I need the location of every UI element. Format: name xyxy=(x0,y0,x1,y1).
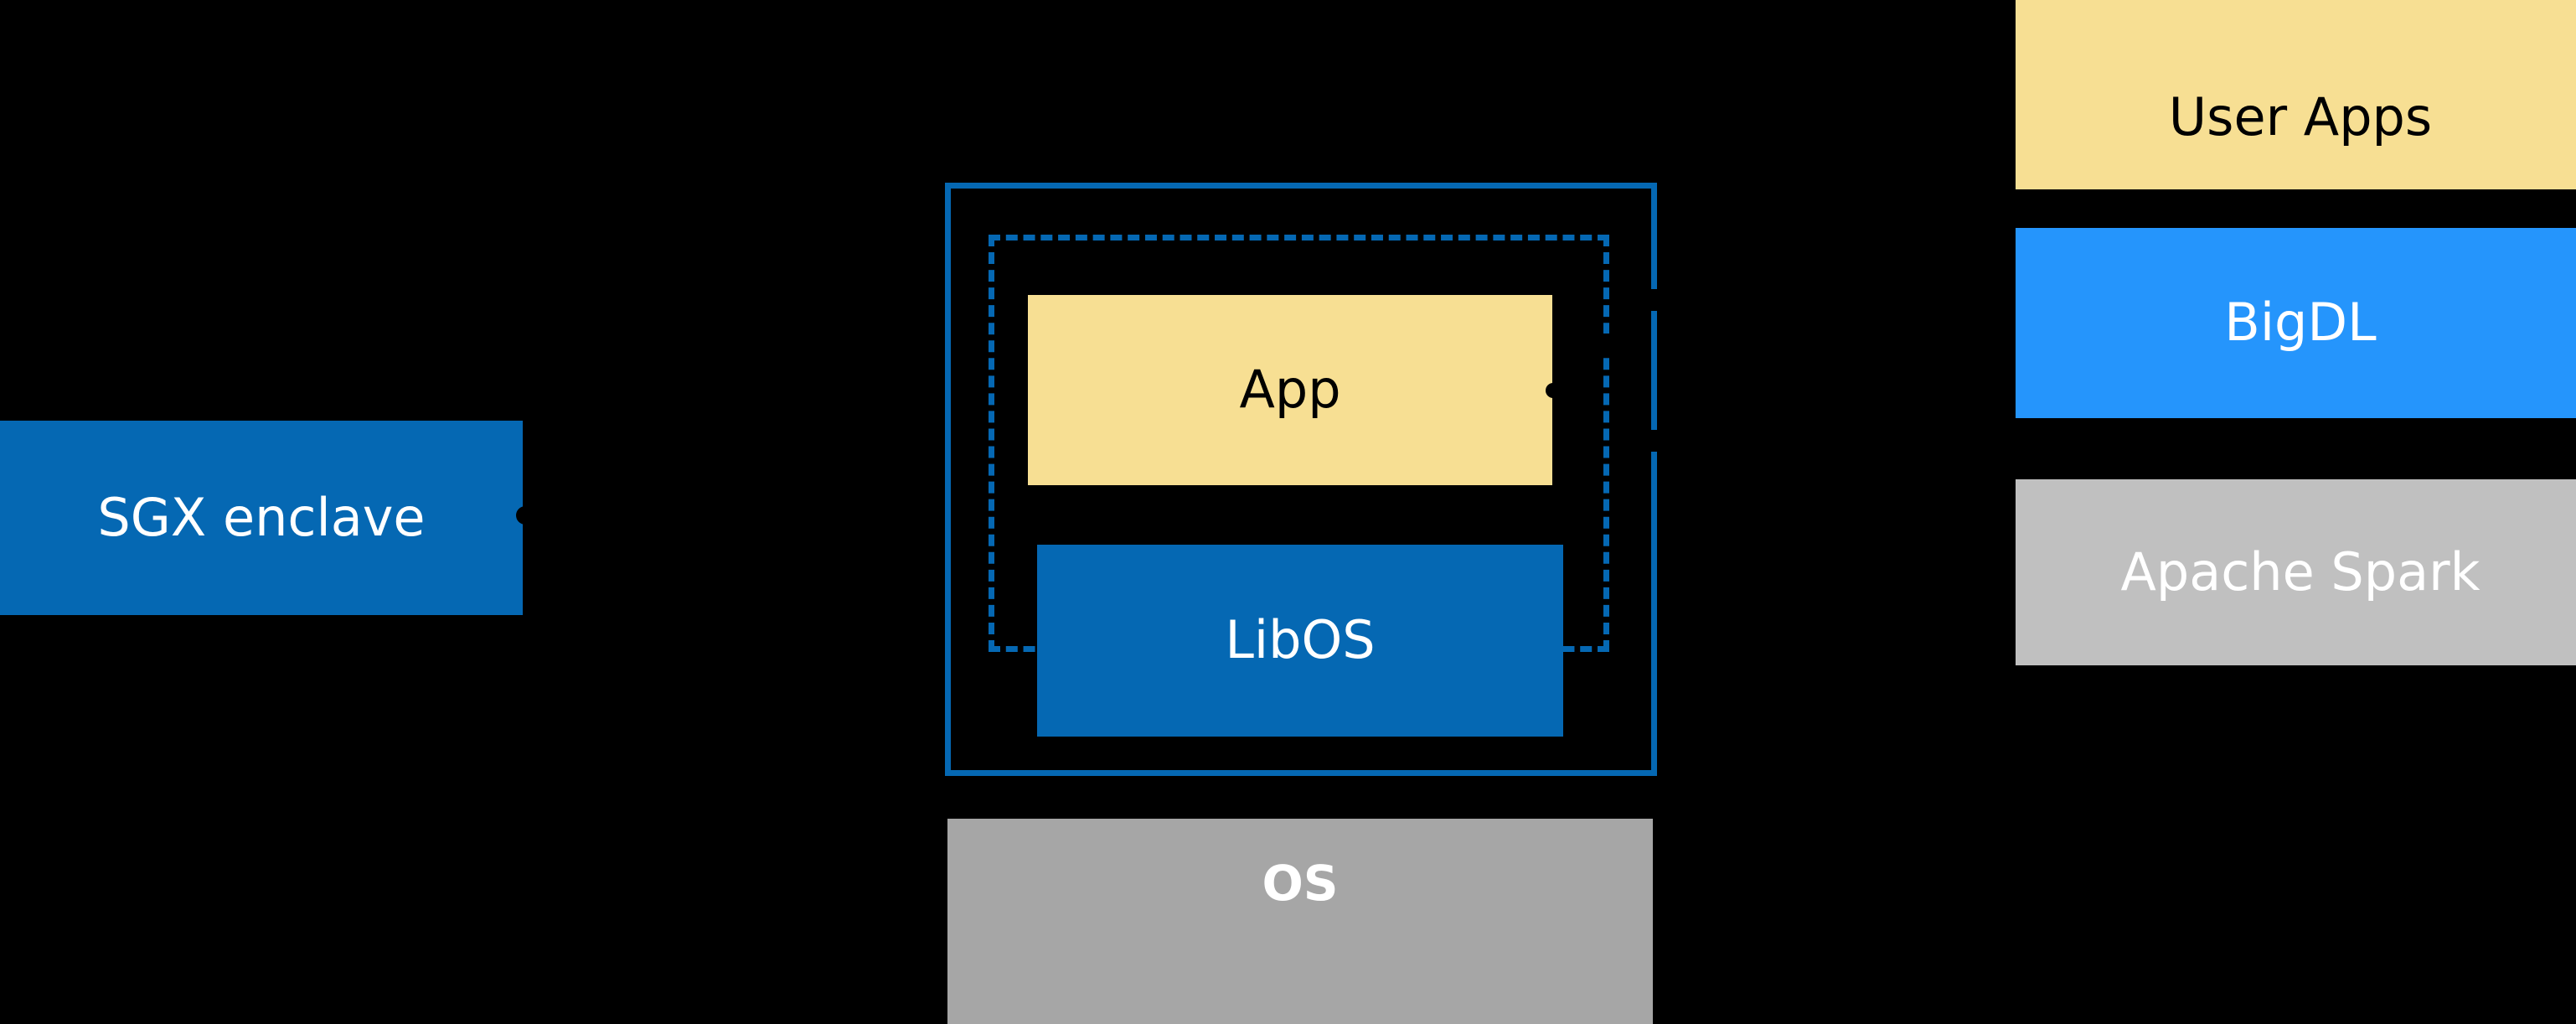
app-label: App xyxy=(1239,359,1341,421)
libos-box: LibOS xyxy=(1037,545,1563,737)
bigdl-label: BigDL xyxy=(2224,292,2377,354)
os-label: OS xyxy=(1262,855,1339,912)
user-apps-label: User Apps xyxy=(2168,85,2433,147)
apache-spark-label: Apache Spark xyxy=(2120,540,2480,603)
os-box: OS xyxy=(947,819,1653,1024)
app-connector-arrowhead-icon xyxy=(1546,383,1561,398)
user-apps-box: User Apps xyxy=(2016,0,2576,189)
app-box: App xyxy=(1028,295,1552,485)
sgx-enclave-label: SGX enclave xyxy=(97,486,426,548)
sgx-connector-arrowhead-icon xyxy=(516,506,534,525)
sgx-enclave-box: SGX enclave xyxy=(0,421,523,615)
apache-spark-box: Apache Spark xyxy=(2016,479,2576,665)
libos-label: LibOS xyxy=(1225,609,1376,671)
bigdl-box: BigDL xyxy=(2016,228,2576,418)
enclave-outer-frame xyxy=(945,183,1657,776)
